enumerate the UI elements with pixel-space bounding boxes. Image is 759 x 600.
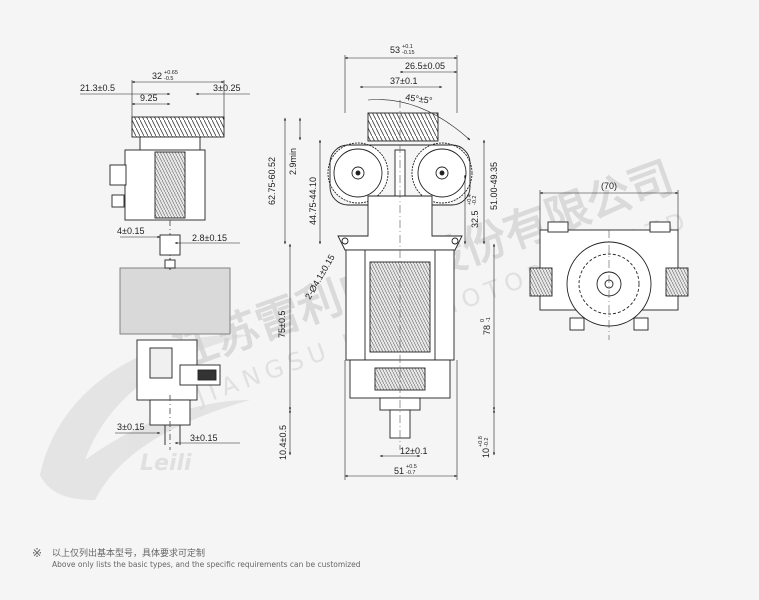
dim-51-up: +0.5: [406, 464, 417, 470]
dim-2-9min: 2.9min: [288, 148, 298, 175]
dim-4-015: 4±0.15: [117, 226, 144, 236]
side-gear: [131, 116, 225, 138]
dim-32-tol-dn: -0.5: [164, 76, 173, 82]
dim-70: (70): [601, 181, 617, 191]
dim-9-25: 9.25: [140, 93, 158, 103]
dim-32-tol-up: +0.65: [164, 70, 178, 76]
dim-53-tol-up: +0.1: [402, 44, 413, 50]
dim-3-025: 3±0.25: [213, 83, 240, 93]
dim-angle: 45°±5°: [405, 92, 434, 106]
dim-32-5-dn: -0.2: [472, 196, 478, 205]
dim-2-8-015: 2.8±0.15: [192, 233, 227, 243]
dim-53-tol-dn: -0.15: [402, 50, 415, 56]
footer-note-cn: 以上仅列出基本型号，具体要求可定制: [52, 549, 206, 559]
side-motor-body: [119, 267, 231, 335]
side-view-labels: 21.3±0.5 32 +0.65 -0.5 9.25 3±0.25 4±0.1…: [80, 70, 240, 443]
dim-3-015-b: 3±0.15: [190, 433, 217, 443]
side-view: [109, 116, 231, 450]
dim-51-00: 51.00-49.35: [489, 162, 499, 210]
front-helical-gear: [367, 112, 439, 142]
dim-10: 10: [481, 448, 491, 458]
front-view: [327, 100, 473, 450]
dim-32-5: 32.5: [470, 210, 480, 228]
dim-10-4: 10.4±0.5: [278, 425, 288, 460]
end-view-dimensions: [539, 190, 679, 230]
dim-32: 32: [152, 71, 162, 81]
watermark-logo-icon: Leili: [40, 334, 250, 500]
dim-53: 53: [390, 45, 400, 55]
dim-26-5: 26.5±0.05: [405, 61, 445, 71]
dim-78-up: 0: [480, 319, 486, 322]
dim-12: 12±0.1: [400, 446, 427, 456]
dim-44-75: 44.75-44.10: [308, 177, 318, 225]
note-symbol: ※: [32, 546, 43, 560]
front-view-dimensions: [283, 55, 496, 480]
dim-3-015-a: 3±0.15: [117, 422, 144, 432]
dim-78-dn: -1: [486, 317, 492, 322]
dim-37: 37±0.1: [390, 76, 417, 86]
footer-note-en: Above only lists the basic types, and th…: [52, 560, 361, 569]
dim-51-dn: -0.7: [406, 470, 415, 476]
dim-10-dn: -0.2: [484, 438, 490, 447]
dim-51: 51: [394, 466, 404, 476]
dim-62-75: 62.75-60.52: [267, 157, 277, 205]
dim-21-3: 21.3±0.5: [80, 83, 115, 93]
dim-32-5-up: +0.4: [467, 194, 473, 205]
side-view-dimensions: [80, 80, 250, 445]
dim-10-up: +0.8: [478, 436, 484, 447]
end-view: [529, 221, 689, 340]
watermark-logo-script: Leili: [140, 451, 192, 476]
dim-75: 75±0.5: [277, 311, 287, 338]
dim-78: 78: [482, 325, 492, 335]
